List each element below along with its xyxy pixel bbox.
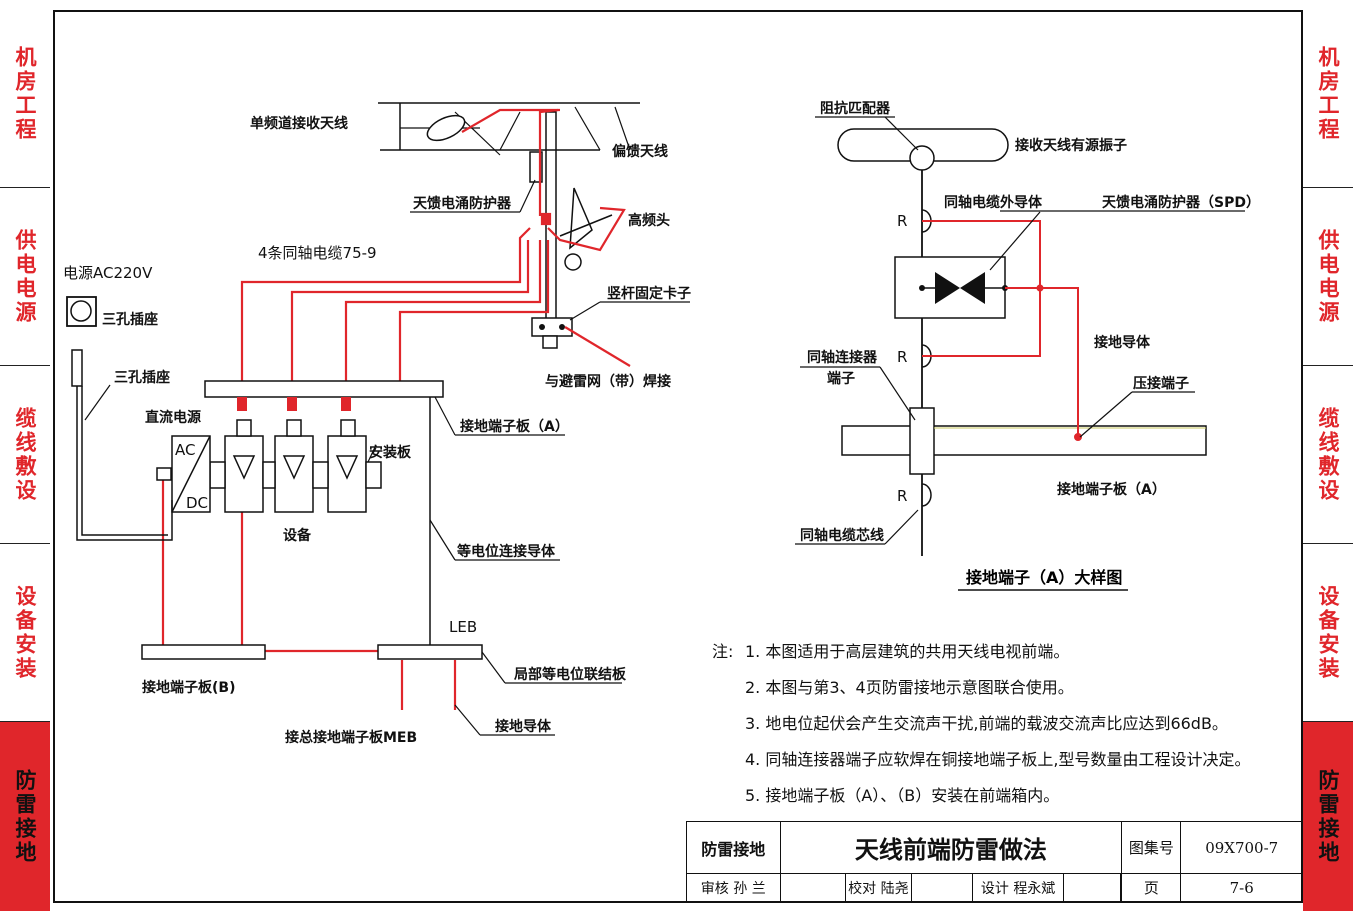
label-leb: LEB	[449, 618, 477, 636]
side-tab-equipment-right[interactable]: 设备安装	[1303, 544, 1353, 722]
check-cell: 校对 陆尧	[845, 873, 912, 902]
label-leb-desc: 局部等电位联结板	[514, 666, 627, 683]
label-bond-conductor: 等电位连接导体	[457, 543, 556, 560]
side-tab-power[interactable]: 供电电源	[0, 188, 50, 366]
check-signature	[910, 873, 973, 902]
side-tab-power-right[interactable]: 供电电源	[1303, 188, 1353, 366]
detail-caption: 接地端子（A）大样图	[966, 568, 1122, 587]
left-side-tabs: 机房工程 供电电源 缆线敷设 设备安装 防雷接地	[0, 0, 50, 911]
right-leader-lines	[795, 116, 1245, 591]
label-connector-terminal: 端子	[827, 370, 855, 387]
detail-drawing	[837, 128, 1207, 556]
label-socket-1: 三孔插座	[102, 311, 158, 328]
label-socket-2: 三孔插座	[114, 369, 170, 386]
title-block: 防雷接地 天线前端防雷做法 图集号 09X700-7 审核 孙 兰 校对 陆尧 …	[686, 821, 1303, 902]
label-terminal-a: 接地端子板（A）	[460, 418, 569, 435]
atlas-number: 09X700-7	[1180, 821, 1303, 874]
note-3: 3. 地电位起伏会产生交流声干扰,前端的载波交流声比应达到66dB。	[745, 714, 1228, 733]
label-core: 同轴电缆芯线	[800, 527, 884, 544]
label-dipole: 接收天线有源振子	[1015, 137, 1127, 154]
label-detail-ground-conductor: 接地导体	[1094, 334, 1151, 351]
detail-red-wires	[922, 220, 1082, 441]
side-tab-cabling-right[interactable]: 缆线敷设	[1303, 366, 1353, 544]
label-outer-conductor: 同轴电缆外导体	[944, 194, 1043, 211]
side-tab-lightning-right[interactable]: 防雷接地	[1303, 722, 1353, 911]
label-coax: 4条同轴电缆75-9	[258, 244, 377, 262]
power-outlet	[66, 296, 173, 541]
equipment	[156, 397, 382, 513]
review-cell: 审核 孙 兰	[686, 873, 781, 902]
atlas-label: 图集号	[1121, 821, 1182, 874]
drawing-frame	[53, 10, 1303, 903]
label-dc: DC	[186, 494, 208, 512]
drawing-title: 天线前端防雷做法	[779, 821, 1123, 874]
label-matcher: 阻抗匹配器	[820, 100, 891, 117]
design-cell: 设计 程永斌	[971, 873, 1065, 902]
note-2: 2. 本图与第3、4页防雷接地示意图联合使用。	[745, 678, 1074, 697]
red-cables	[161, 108, 631, 710]
label-lnb: 高频头	[628, 212, 670, 229]
label-terminal-b: 接地端子板(B)	[142, 679, 235, 696]
page-label: 页	[1121, 873, 1182, 902]
label-detail-terminal-a: 接地端子板（A）	[1057, 481, 1166, 498]
terminal-board-b-and-leb	[141, 644, 483, 660]
label-ac: AC	[175, 441, 195, 459]
label-dc-power: 直流电源	[145, 409, 201, 426]
label-weld: 与避雷网（带）焊接	[545, 373, 671, 390]
right-side-tabs: 机房工程 供电电源 缆线敷设 设备安装 防雷接地	[1303, 0, 1353, 911]
side-tab-cabling[interactable]: 缆线敷设	[0, 366, 50, 544]
side-tab-machine-room-right[interactable]: 机房工程	[1303, 0, 1353, 188]
title-category: 防雷接地	[686, 821, 781, 874]
label-meb: 接总接地端子板MEB	[285, 729, 417, 746]
label-power: 电源AC220V	[63, 264, 153, 282]
notes: 注: 1. 本图适用于高层建筑的共用天线电视前端。 2. 本图与第3、4页防雷接…	[712, 642, 1250, 805]
side-tab-equipment[interactable]: 设备安装	[0, 544, 50, 722]
label-clamp: 竖杆固定卡子	[607, 285, 691, 302]
side-tab-machine-room[interactable]: 机房工程	[0, 0, 50, 188]
side-tab-lightning[interactable]: 防雷接地	[0, 722, 50, 911]
review-signature	[779, 873, 847, 902]
label-r-1: R	[897, 212, 907, 230]
left-leader-lines	[84, 179, 690, 736]
design-signature	[1063, 873, 1122, 902]
note-1: 1. 本图适用于高层建筑的共用天线电视前端。	[745, 642, 1069, 661]
label-crimp: 压接端子	[1133, 375, 1189, 392]
label-connector: 同轴连接器	[807, 349, 878, 366]
label-r-3: R	[897, 487, 907, 505]
label-r-2: R	[897, 348, 907, 366]
note-4: 4. 同轴连接器端子应软焊在铜接地端子板上,型号数量由工程设计决定。	[745, 750, 1250, 769]
notes-prefix: 注:	[712, 642, 733, 661]
label-offset-antenna: 偏馈天线	[612, 143, 668, 160]
label-device: 设备	[283, 527, 312, 544]
note-5: 5. 接地端子板（A）、（B）安装在前端箱内。	[745, 786, 1059, 805]
label-mount-plate: 安装板	[369, 444, 412, 461]
label-ground-conductor-left: 接地导体	[495, 718, 552, 735]
page-number: 7-6	[1180, 873, 1303, 902]
label-spd: 天馈电涌防护器	[413, 195, 512, 212]
label-single-channel-antenna: 单频道接收天线	[250, 115, 348, 132]
label-detail-spd: 天馈电涌防护器（SPD）	[1102, 194, 1260, 211]
